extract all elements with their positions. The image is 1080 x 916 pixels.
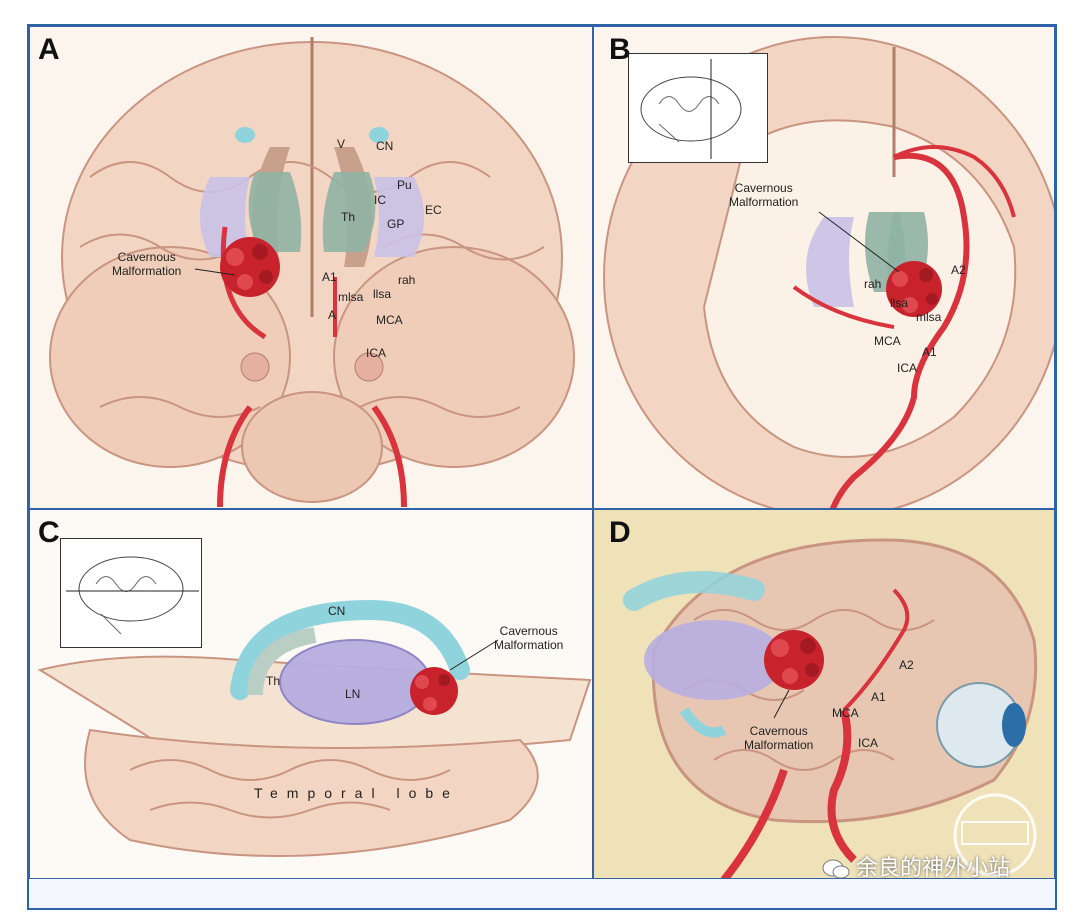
label-d-a2: A2 — [899, 658, 914, 672]
label-b-llsa: llsa — [890, 296, 909, 310]
label-ic: IC — [374, 193, 386, 207]
watermark-logo-icon — [953, 793, 1037, 877]
panel-d-cavernous-malformation — [764, 630, 824, 690]
panel-c-inset-brain-icon — [66, 556, 199, 635]
panel-a: A V CN Pu IC EC Th GP Cavernous Malforma… — [29, 26, 593, 509]
panel-b-letter: B — [609, 33, 631, 66]
panel-d-illustration — [594, 520, 1054, 878]
label-d-mca: MCA — [832, 706, 859, 720]
label-d-cavernous-line2: Malformation — [744, 738, 814, 752]
label-mlsa: mlsa — [338, 290, 364, 304]
label-b-a1: A1 — [922, 345, 937, 359]
label-ica: ICA — [366, 346, 387, 360]
panel-c-cavernous-malformation — [410, 667, 458, 715]
label-th: Th — [341, 210, 356, 224]
label-a2: A — [328, 308, 337, 322]
panel-a-illustration — [49, 37, 575, 508]
label-mca: MCA — [376, 313, 403, 327]
label-b-ica: ICA — [897, 361, 918, 375]
panel-b: B Cavernous Malformation rah llsa mlsa M… — [593, 26, 1055, 509]
panel-c: C CN Th LN Cavernous Malformation Tempor… — [29, 509, 593, 879]
label-rah: rah — [398, 273, 416, 287]
panel-d: D A2 A1 MCA ICA Cavernous Malformation — [593, 509, 1055, 879]
label-c-cn: CN — [328, 604, 346, 618]
label-a1: A1 — [322, 270, 337, 284]
label-c-cavernous-line2: Malformation — [494, 638, 564, 652]
label-b-rah: rah — [864, 277, 882, 291]
label-cavernous-line2: Malformation — [112, 264, 182, 278]
label-c-cavernous-line1: Cavernous — [499, 624, 558, 638]
panel-c-illustration — [37, 599, 592, 857]
panel-c-orientation-inset — [60, 538, 202, 648]
label-cn: CN — [376, 139, 394, 153]
label-d-a1: A1 — [871, 690, 886, 704]
label-b-a2: A2 — [951, 263, 966, 277]
panel-b-cavernous-malformation — [886, 261, 942, 317]
label-c-ln: LN — [345, 687, 361, 701]
label-ec: EC — [425, 203, 442, 217]
label-c-cavernous: Cavernous Malformation — [494, 624, 563, 652]
label-c-th: Th — [266, 674, 281, 688]
label-llsa: llsa — [373, 287, 392, 301]
label-d-cavernous-line1: Cavernous — [749, 724, 808, 738]
label-b-mlsa: mlsa — [916, 310, 942, 324]
label-v: V — [337, 137, 346, 151]
panel-c-letter: C — [38, 516, 60, 549]
watermark-text: 余良的神外小站 — [856, 856, 1011, 881]
panel-d-letter: D — [609, 516, 631, 549]
label-b-cavernous-line1: Cavernous — [734, 181, 793, 195]
label-c-temporal-lobe: Temporal lobe — [254, 785, 459, 801]
label-gp: GP — [387, 217, 405, 231]
label-cavernous: Cavernous Malformation — [112, 250, 181, 278]
panel-a-cavernous-malformation — [220, 237, 280, 297]
panel-a-letter: A — [38, 33, 60, 66]
label-pu: Pu — [397, 178, 412, 192]
label-b-cavernous: Cavernous Malformation — [729, 181, 798, 209]
wechat-icon — [822, 859, 850, 879]
label-b-mca: MCA — [874, 334, 901, 348]
label-d-ica: ICA — [858, 736, 879, 750]
label-cavernous-line1: Cavernous — [117, 250, 176, 264]
label-d-cavernous: Cavernous Malformation — [744, 724, 813, 752]
label-b-cavernous-line2: Malformation — [729, 195, 799, 209]
panel-b-orientation-inset — [628, 53, 768, 163]
panel-b-inset-brain-icon — [640, 59, 742, 159]
